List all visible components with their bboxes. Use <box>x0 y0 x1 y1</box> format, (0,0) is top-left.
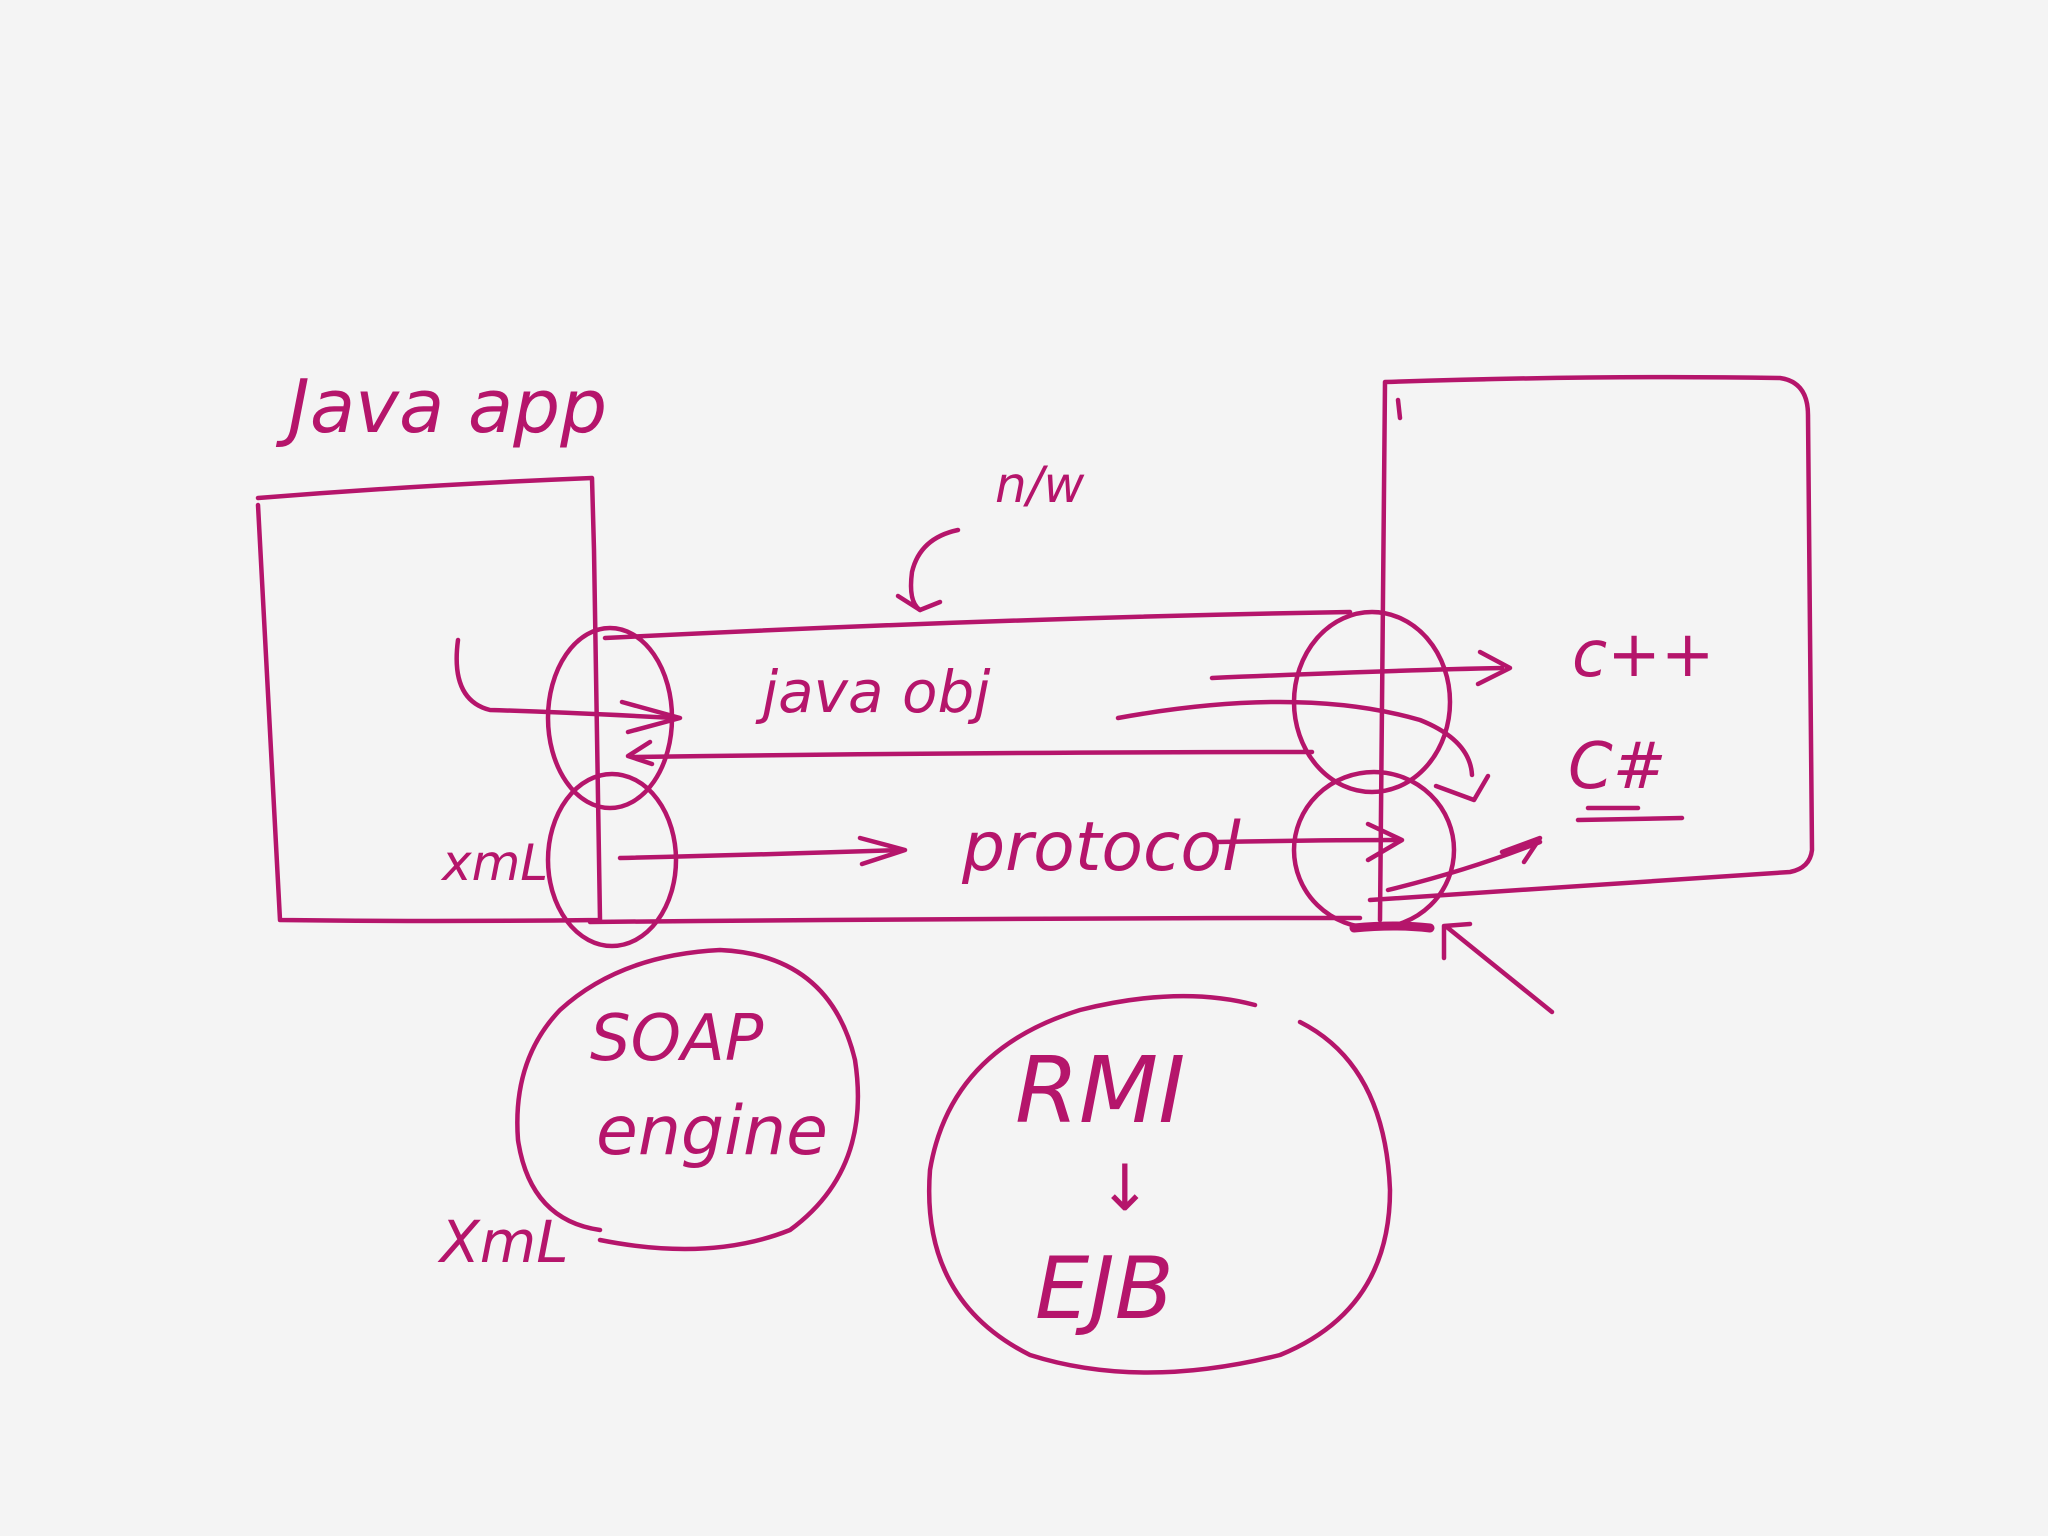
cpp-label: c++ <box>1572 618 1714 692</box>
network-pointer-arrow <box>908 527 961 613</box>
xml-stub-circle <box>545 771 679 949</box>
csharp-arrowhead <box>1433 773 1491 803</box>
csharp-underline <box>1575 805 1685 823</box>
tunnel-bottom-line <box>587 915 1363 925</box>
java-app-label: Java app <box>275 364 607 450</box>
xml-bottom-label: XmL <box>437 1208 569 1276</box>
protocol-arrow <box>617 847 905 861</box>
protocol-arrowhead <box>857 835 908 867</box>
thick-scribble-mark <box>1349 921 1435 933</box>
pointer-arrow <box>1445 925 1555 1015</box>
engine-label: engine <box>596 1092 828 1171</box>
skeleton-to-csharp-arrowhead <box>1499 835 1543 865</box>
cpp-arrow <box>1209 665 1505 681</box>
protocol-to-skeleton-arrow <box>1215 837 1401 845</box>
pointer-arrowhead <box>1441 921 1473 961</box>
input-flow-arrow <box>454 637 678 721</box>
cpp-arrowhead <box>1475 649 1513 687</box>
remote-box-tick <box>1395 397 1403 421</box>
rmi-label: RMI <box>1015 1037 1185 1144</box>
csharp-arrow <box>1115 699 1475 778</box>
protocol-to-skeleton-arrowhead <box>1365 821 1405 863</box>
return-arrowhead <box>625 739 655 767</box>
soap-label: SOAP <box>590 1002 764 1076</box>
tunnel-top-line <box>602 609 1353 641</box>
java-app-box <box>255 475 603 924</box>
rmi-down-arrow: ↓ <box>1098 1152 1152 1226</box>
skeleton-to-csharp-arrow <box>1385 839 1543 893</box>
tunnel-middle-line <box>630 749 1315 760</box>
soap-engine-circle <box>515 947 861 1252</box>
ejb-label: EJB <box>1035 1239 1174 1339</box>
csharp-label: C# <box>1568 730 1666 804</box>
protocol-label: protocol <box>961 808 1241 887</box>
xml-left-label: xmL <box>440 834 548 892</box>
network-pointer-arrowhead <box>895 593 943 613</box>
network-label: n/w <box>995 456 1085 514</box>
input-flow-arrowhead <box>619 699 683 735</box>
java-obj-label: java obj <box>755 658 991 726</box>
rmi-ejb-circle <box>926 993 1393 1375</box>
